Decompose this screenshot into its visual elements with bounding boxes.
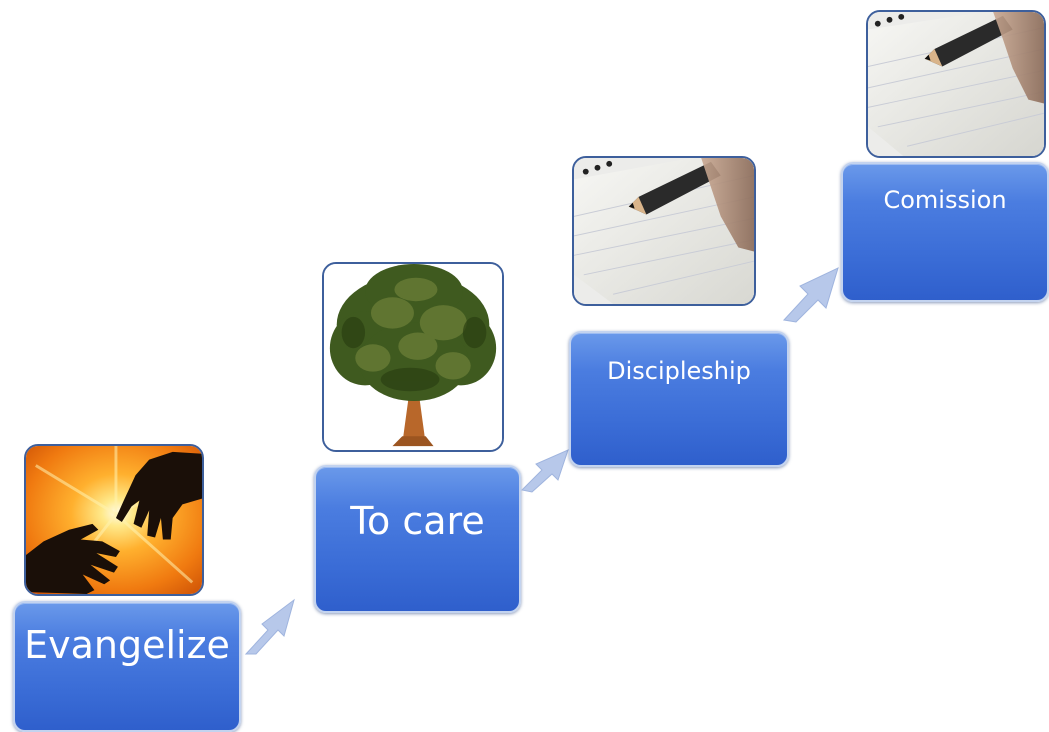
step-to-care-label: To care (350, 499, 485, 543)
step-discipleship[interactable]: Discipleship (569, 331, 789, 467)
discipleship-image (572, 156, 756, 306)
step-discipleship-label: Discipleship (607, 357, 751, 385)
pencil-writing-icon (574, 158, 754, 304)
step-to-care[interactable]: To care (314, 465, 521, 613)
step-evangelize[interactable]: Evangelize (13, 601, 241, 732)
step-comission-label: Comission (883, 186, 1007, 214)
step-arrow-icon (783, 267, 839, 323)
reaching-hands-icon (26, 446, 202, 594)
arrow-care-to-discipleship (516, 446, 572, 494)
evangelize-image (24, 444, 204, 596)
step-evangelize-label: Evangelize (24, 623, 230, 667)
arrow-evangelize-to-care (240, 596, 298, 658)
pencil-writing-icon (868, 12, 1044, 156)
comission-image (866, 10, 1046, 158)
to-care-image (322, 262, 504, 452)
arrow-discipleship-to-comission (776, 264, 842, 324)
step-comission[interactable]: Comission (841, 162, 1049, 302)
step-arrow-icon (244, 598, 295, 655)
step-arrow-icon (520, 449, 569, 493)
tree-icon (324, 264, 502, 450)
